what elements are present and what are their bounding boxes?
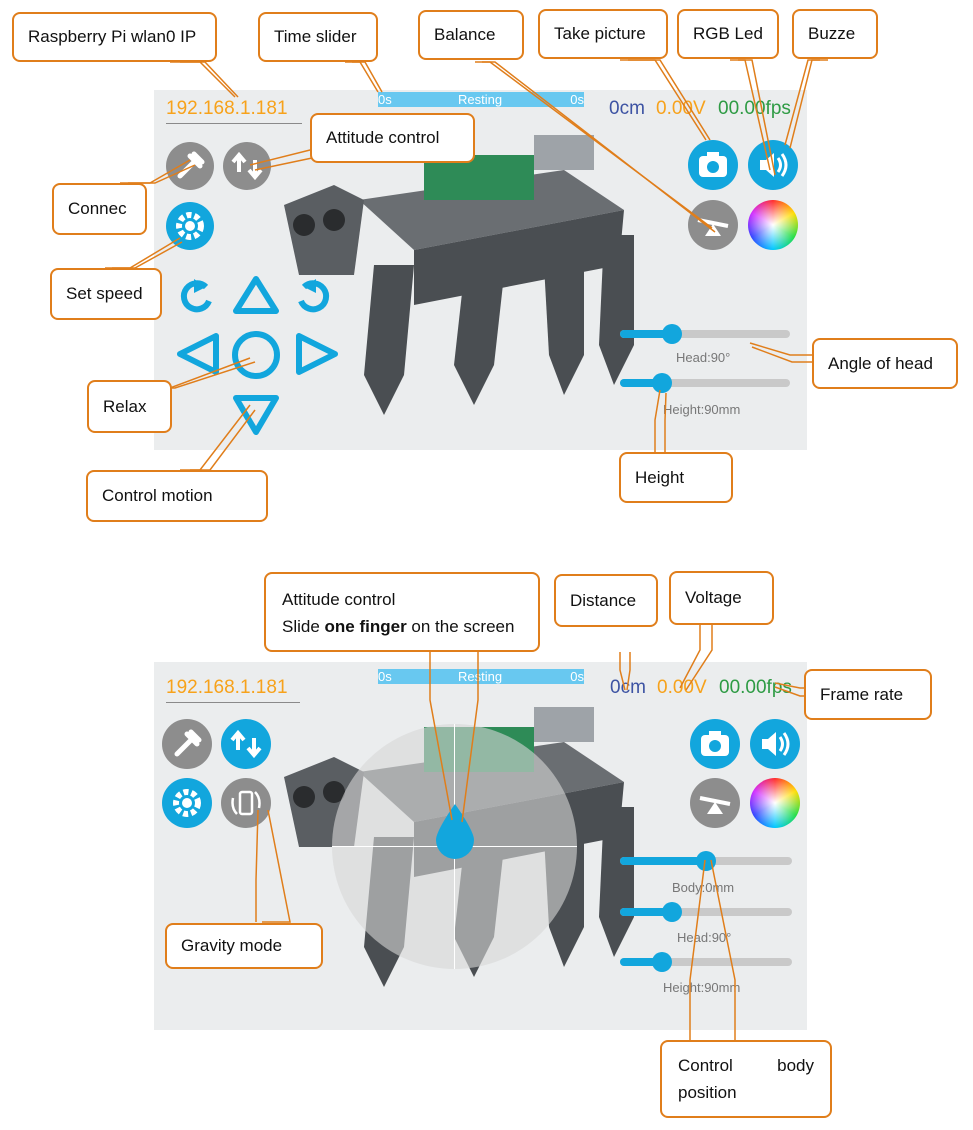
- callout-height: Height: [619, 452, 733, 503]
- height-fill: [620, 958, 662, 966]
- app-screen-main: 192.168.1.181 0s Resting 0s 0cm 0.00V 00…: [154, 90, 807, 450]
- camera-icon: [699, 152, 727, 177]
- control-body-word-1: Control: [678, 1056, 733, 1075]
- callout-angle-of-head: Angle of head: [812, 338, 958, 389]
- callout-set-speed: Set speed: [50, 268, 162, 320]
- time-status: Resting: [458, 92, 503, 107]
- body-position-knob[interactable]: [696, 851, 716, 871]
- fps-readout: 00.00fps: [719, 677, 792, 698]
- color-wheel-center: [748, 200, 798, 250]
- callout-balance: Balance: [418, 10, 524, 60]
- turn-left-icon[interactable]: [176, 275, 216, 315]
- head-angle-slider[interactable]: [620, 908, 792, 916]
- fps-readout: 00.00fps: [718, 98, 791, 119]
- rgb-led-color-wheel[interactable]: [750, 778, 800, 828]
- time-slider[interactable]: 0s Resting 0s: [378, 92, 584, 107]
- connect-button[interactable]: [162, 719, 212, 769]
- head-angle-fill: [620, 908, 672, 916]
- head-angle-slider[interactable]: [620, 330, 790, 338]
- ip-underline: [166, 702, 300, 703]
- instruction-bold: one finger: [324, 617, 407, 636]
- body-position-fill: [620, 857, 706, 865]
- time-start: 0s: [378, 669, 392, 684]
- connect-button[interactable]: [166, 142, 214, 190]
- buzzer-button[interactable]: [750, 719, 800, 769]
- callout-take-picture: Take picture: [538, 9, 668, 59]
- time-status: Resting: [458, 669, 503, 684]
- height-label: Height:90mm: [663, 980, 741, 995]
- callout-rgb-led: RGB Led: [677, 9, 779, 59]
- balance-button[interactable]: [690, 778, 740, 828]
- callout-relax: Relax: [87, 380, 172, 433]
- callout-control-body-row: Control body: [678, 1052, 814, 1079]
- height-knob[interactable]: [652, 952, 672, 972]
- height-knob[interactable]: [652, 373, 672, 393]
- plug-icon: [174, 729, 202, 757]
- speaker-icon: [762, 732, 790, 756]
- body-position-label: Body:0mm: [672, 880, 735, 895]
- balance-button[interactable]: [688, 200, 738, 250]
- control-body-word-2: body: [777, 1056, 814, 1075]
- seesaw-icon: [699, 796, 731, 814]
- attitude-control-button[interactable]: [223, 142, 271, 190]
- take-picture-button[interactable]: [690, 719, 740, 769]
- callout-distance: Distance: [554, 574, 658, 627]
- head-angle-knob[interactable]: [662, 324, 682, 344]
- height-fill: [620, 379, 662, 387]
- callout-attitude-control: Attitude control: [310, 113, 475, 163]
- head-angle-label: Head:90°: [677, 930, 732, 945]
- distance-readout: 0cm: [609, 98, 645, 119]
- height-slider[interactable]: [620, 958, 792, 966]
- callout-attitude-instruction: Slide one finger on the screen: [282, 613, 522, 640]
- callout-voltage: Voltage: [669, 571, 774, 625]
- right-icon[interactable]: [291, 330, 339, 378]
- swap-arrows-icon: [231, 151, 263, 181]
- head-angle-label: Head:90°: [676, 350, 731, 365]
- app-screen-gravity: 192.168.1.181 0s Resting 0s 0cm 0.00V 00…: [154, 662, 807, 1030]
- take-picture-button[interactable]: [688, 140, 738, 190]
- callout-control-motion: Control motion: [86, 470, 268, 522]
- camera-icon: [701, 731, 729, 756]
- time-start: 0s: [378, 92, 392, 107]
- height-label: Height:90mm: [663, 402, 741, 417]
- callout-time-slider: Time slider: [258, 12, 378, 62]
- turn-right-icon[interactable]: [294, 275, 334, 315]
- rotate-phone-icon: [231, 790, 261, 816]
- control-body-word-3: position: [678, 1083, 737, 1102]
- height-slider[interactable]: [620, 379, 790, 387]
- callout-attitude-title: Attitude control: [282, 590, 396, 609]
- gear-icon: [173, 789, 201, 817]
- gear-icon: [176, 212, 204, 240]
- swap-arrows-icon: [230, 729, 262, 759]
- color-wheel-center: [750, 778, 800, 828]
- attitude-control-button[interactable]: [221, 719, 271, 769]
- left-icon[interactable]: [176, 330, 224, 378]
- time-end: 0s: [570, 92, 584, 107]
- voltage-readout: 0.00V: [657, 677, 707, 698]
- head-angle-knob[interactable]: [662, 902, 682, 922]
- callout-ip: Raspberry Pi wlan0 IP: [12, 12, 217, 62]
- water-drop-icon[interactable]: [432, 802, 478, 862]
- time-end: 0s: [570, 669, 584, 684]
- ip-address: 192.168.1.181: [166, 98, 288, 119]
- rgb-led-color-wheel[interactable]: [748, 200, 798, 250]
- speaker-icon: [760, 153, 788, 177]
- gravity-mode-button[interactable]: [221, 778, 271, 828]
- callout-attitude-control-2: Attitude control Slide one finger on the…: [264, 572, 540, 652]
- relax-button[interactable]: [231, 330, 281, 380]
- instruction-post: on the screen: [406, 617, 515, 636]
- callout-frame-rate: Frame rate: [804, 669, 932, 720]
- ip-address: 192.168.1.181: [166, 677, 288, 698]
- set-speed-button[interactable]: [162, 778, 212, 828]
- callout-connect: Connec: [52, 183, 147, 235]
- callout-buzzer: Buzze: [792, 9, 878, 59]
- forward-icon[interactable]: [232, 275, 280, 315]
- backward-icon[interactable]: [232, 392, 280, 436]
- callout-gravity-mode: Gravity mode: [165, 923, 323, 969]
- ip-underline: [166, 123, 302, 124]
- instruction-pre: Slide: [282, 617, 325, 636]
- head-angle-fill: [620, 330, 672, 338]
- callout-control-body: Control body position: [660, 1040, 832, 1118]
